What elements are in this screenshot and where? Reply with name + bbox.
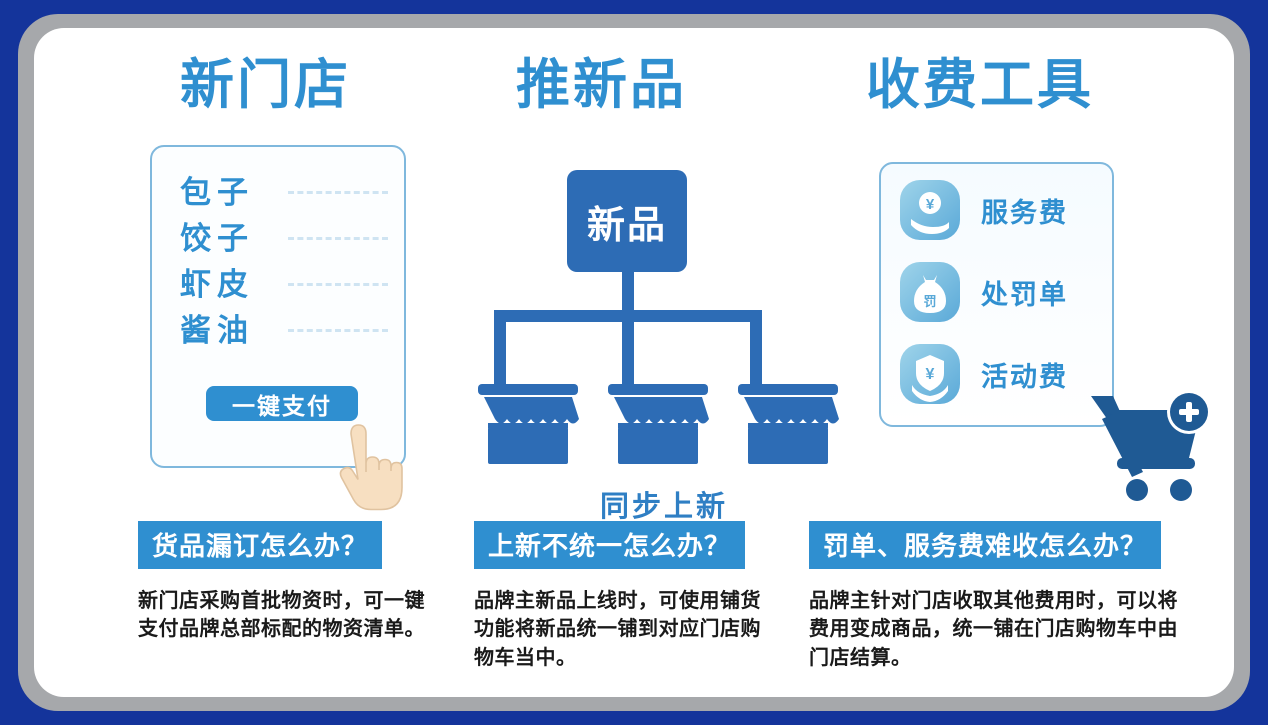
new-store-order-card: 包子 饺子 虾皮 酱油 一键支付: [150, 145, 406, 468]
goods-name: 包子: [180, 174, 254, 210]
goods-list-item: 虾皮: [180, 261, 388, 302]
goods-dashed-line: [288, 282, 388, 286]
goods-dashed-line: [288, 328, 388, 332]
new-product-root-label: 新品: [586, 204, 667, 247]
column-title-push-new: 推新品: [516, 55, 687, 115]
money-bag-fine-icon: 罚: [900, 262, 960, 322]
qa-body-text: 新门店采购首批物资时，可一键支付品牌总部标配的物资清单。: [138, 590, 425, 641]
new-product-root-node: 新品: [567, 170, 687, 272]
fee-list-item[interactable]: ¥ 服务费: [899, 178, 1099, 242]
qa-banner-title: 货品漏订怎么办？: [138, 521, 383, 569]
shield-yuan-icon: ¥: [900, 344, 960, 404]
goods-list-item: 酱油: [180, 307, 388, 348]
fee-label: 处罚单: [981, 279, 1068, 310]
qa-body-text: 品牌主新品上线时，可使用铺货功能将新品统一铺到对应门店购物车当中。: [474, 590, 761, 669]
hand-holding-yuan-icon: ¥: [900, 180, 960, 240]
goods-dashed-line: [288, 190, 388, 194]
svg-text:罚: 罚: [923, 294, 936, 309]
fee-tools-card: ¥ 服务费 罚 处罚单: [879, 162, 1114, 427]
qa-body-text: 品牌主针对门店收取其他费用时，可以将费用变成商品，统一铺在门店购物车中由门店结算…: [809, 590, 1178, 669]
svg-text:¥: ¥: [926, 366, 935, 383]
sync-new-items-caption: 同步上新: [599, 491, 728, 523]
goods-list-item: 包子: [180, 169, 388, 210]
goods-list-item: 饺子: [180, 215, 388, 256]
goods-name: 虾皮: [180, 266, 254, 302]
qa-banner-title: 罚单、服务费难收怎么办？: [809, 521, 1162, 569]
goods-name: 酱油: [180, 312, 254, 348]
qa-banner-title: 上新不统一怎么办？: [474, 521, 746, 569]
column-title-fee-tools: 收费工具: [866, 55, 1094, 115]
fee-label: 活动费: [981, 361, 1068, 392]
qa-block: 上新不统一怎么办？ 品牌主新品上线时，可使用铺货功能将新品统一铺到对应门店购物车…: [474, 521, 774, 672]
goods-name: 饺子: [180, 220, 254, 256]
infographic-canvas: 新门店 推新品 收费工具 包子 饺子 虾皮 酱油 一键支付: [34, 28, 1234, 697]
tree-connector-lines: [494, 272, 762, 387]
qa-block: 货品漏订怎么办？ 新门店采购首批物资时，可一键支付品牌总部标配的物资清单。: [138, 521, 438, 644]
one-click-pay-button[interactable]: 一键支付: [206, 386, 358, 421]
shop-storefront-icon: [478, 384, 579, 464]
qa-block: 罚单、服务费难收怎么办？ 品牌主针对门店收取其他费用时，可以将费用变成商品，统一…: [809, 521, 1194, 672]
shop-storefront-icon: [738, 384, 839, 464]
column-title-new-store: 新门店: [180, 55, 351, 115]
svg-text:¥: ¥: [926, 196, 935, 213]
fee-list-item[interactable]: ¥ 活动费: [899, 342, 1099, 406]
fee-list-item[interactable]: 罚 处罚单: [899, 260, 1099, 324]
pointing-hand-icon: [339, 424, 403, 511]
add-to-cart-icon: [1091, 390, 1211, 501]
fee-label: 服务费: [981, 197, 1068, 228]
goods-dashed-line: [288, 236, 388, 240]
shop-storefront-icon: [608, 384, 709, 464]
